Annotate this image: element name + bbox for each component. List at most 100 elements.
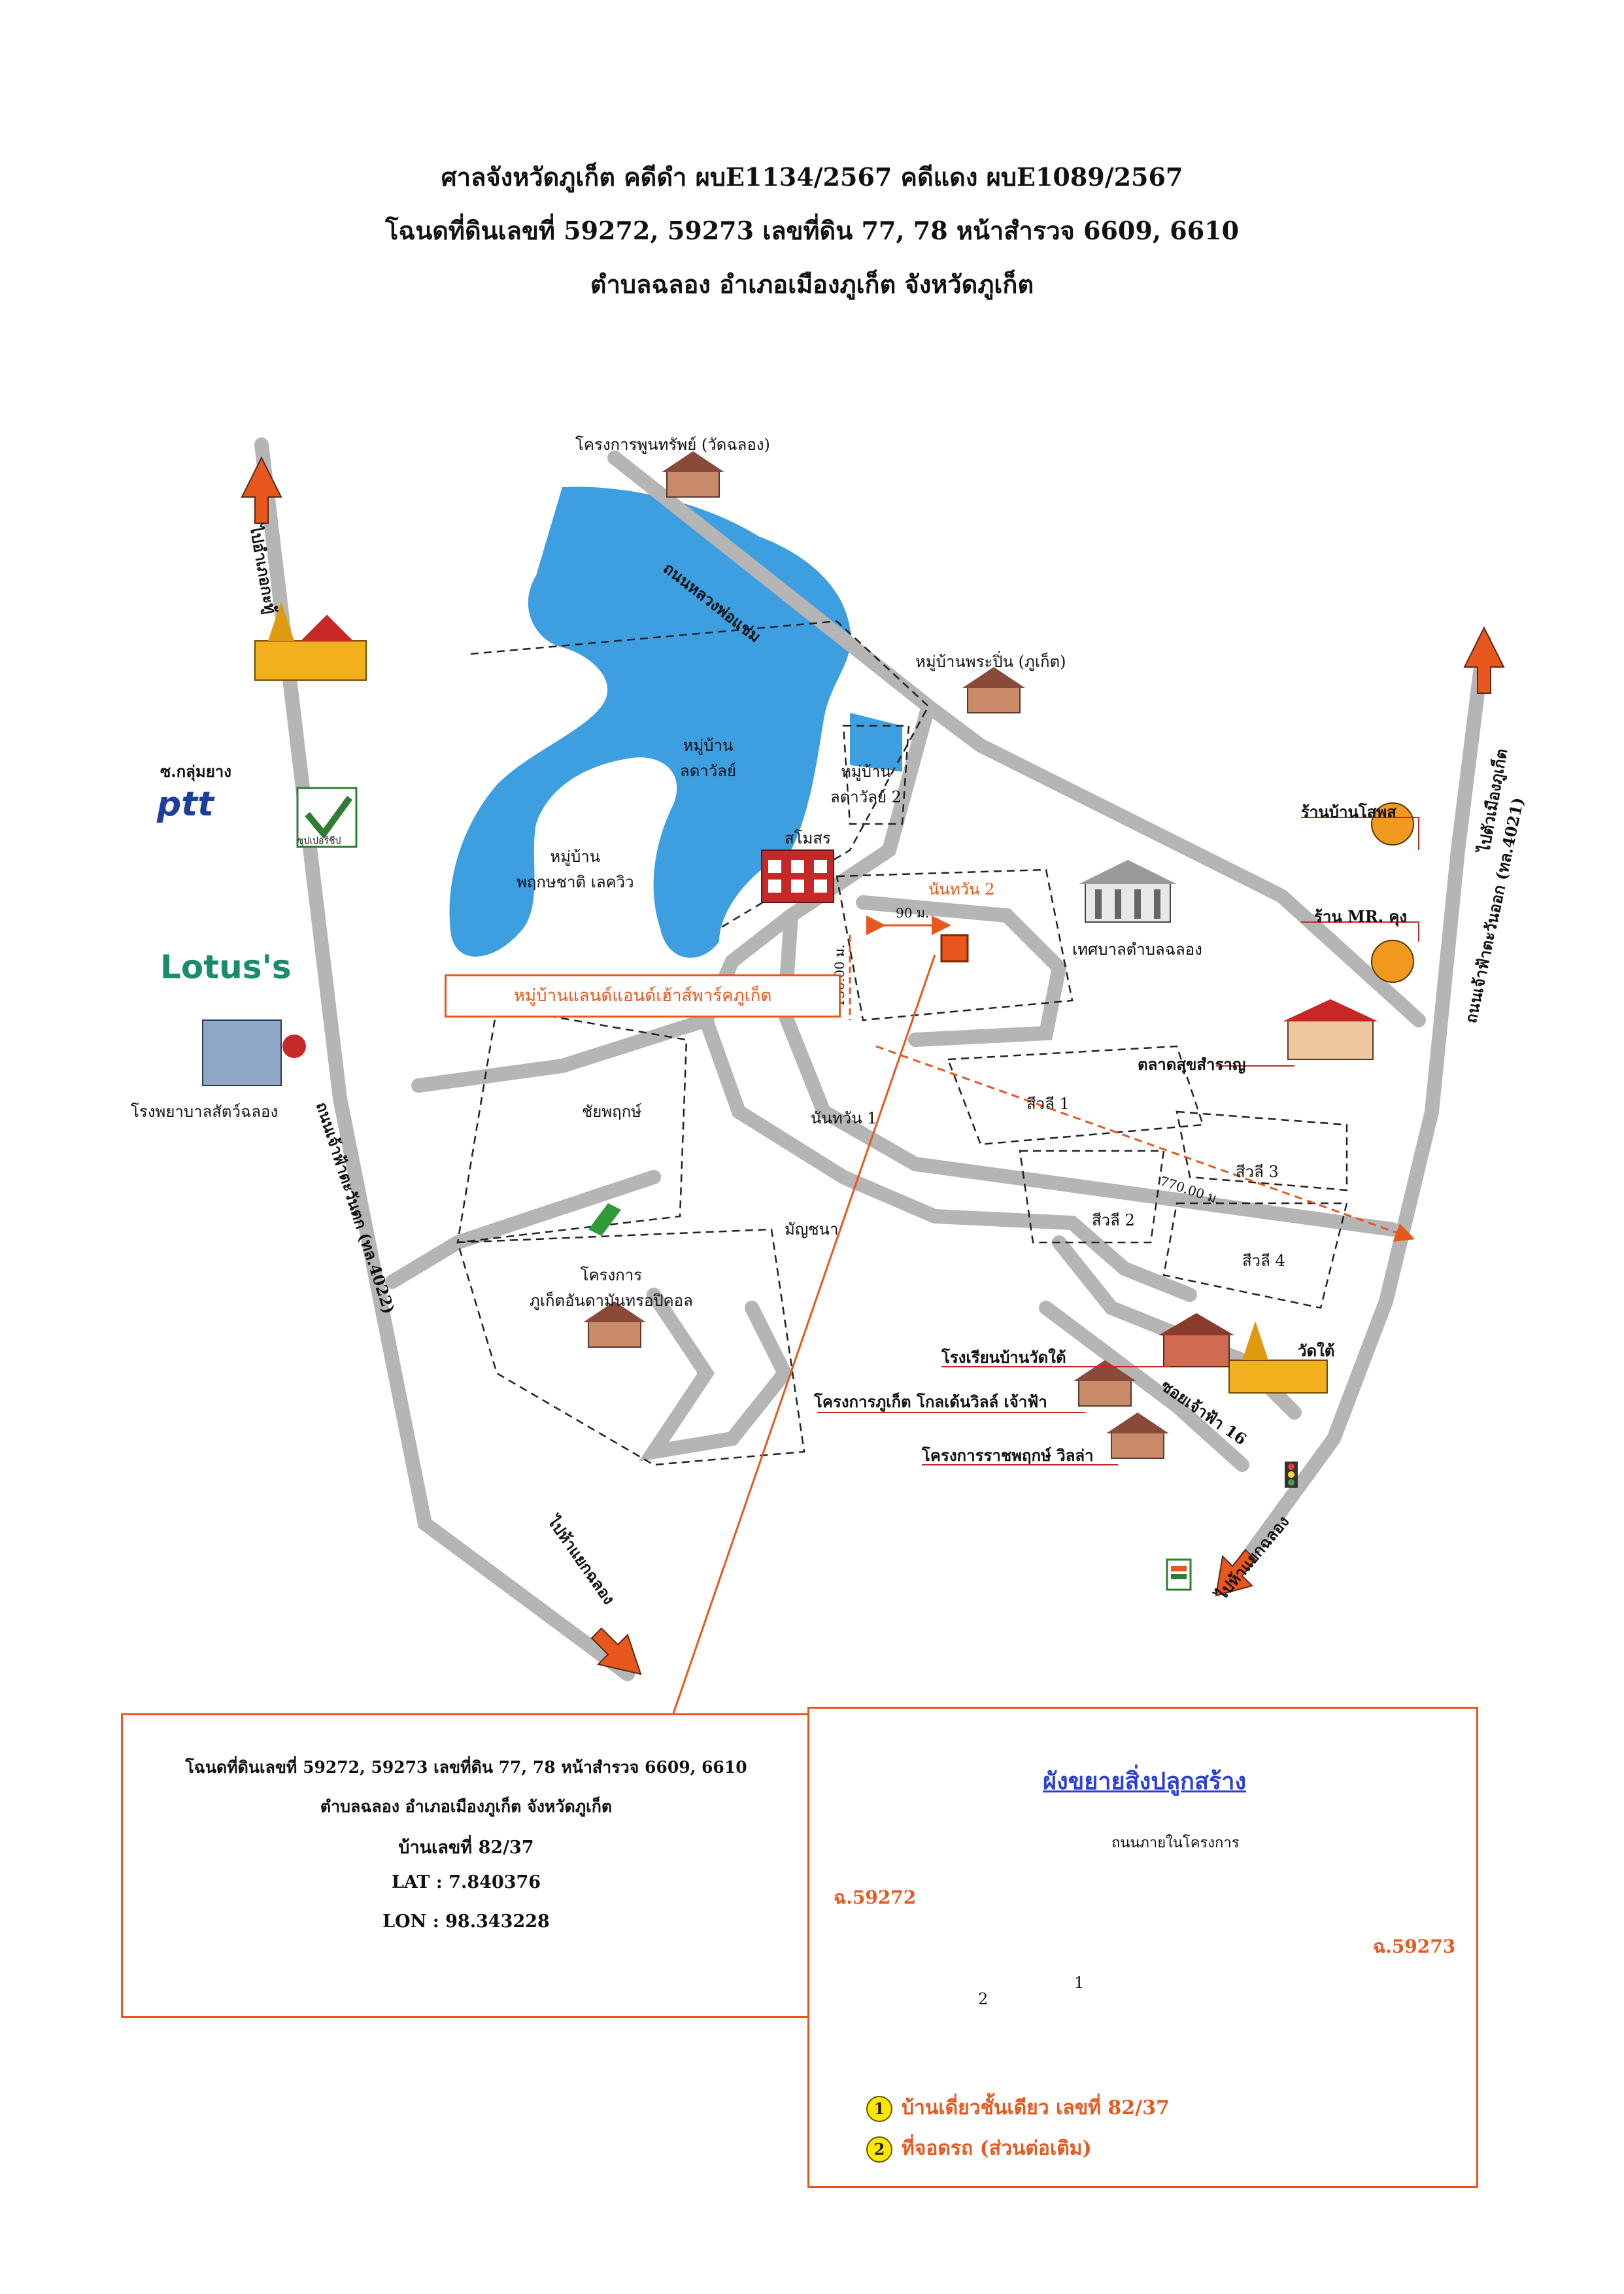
label-golden: โครงการภูเก็ต โกลเด้นวิลล์ เจ้าฟ้า <box>814 1392 1047 1411</box>
lotus-logo: Lotus's <box>160 948 292 986</box>
boundary-south <box>456 1228 805 1466</box>
leader-rest1 <box>1301 817 1419 850</box>
title-deed: โฉนดที่ดินเลขที่ 59272, 59273 เลขที่ดิน … <box>384 216 1240 245</box>
restaurant-icon-1 <box>1371 802 1414 846</box>
label-nantawan1: นันทวัน 1 <box>811 1109 877 1127</box>
legend-house: 1 บ้านเดี่ยวชั้นเดียว เลขที่ 82/37 <box>866 2093 1170 2123</box>
label-ptt-road: ซ.กลุ่มยาง <box>160 762 231 781</box>
legend-marker-2: 2 <box>866 2136 892 2163</box>
boundary-west <box>456 1006 688 1244</box>
road-east-4021 <box>1222 634 1491 1590</box>
label-ladawan: หมู่บ้าน ลดาวัลย์ <box>680 736 737 780</box>
house-icon-golden <box>1074 1360 1136 1407</box>
lake-east <box>850 713 902 772</box>
road-bottom <box>638 1288 793 1462</box>
boundary-nantawan2 <box>836 868 1074 1021</box>
info-box: โฉนดที่ดินเลขที่ 59272, 59273 เลขที่ดิน … <box>121 1713 811 2018</box>
label-club: สโมสร <box>785 829 831 847</box>
title-court-case: ศาลจังหวัดภูเก็ต คดีดำ ผบE1134/2567 คดีแ… <box>441 162 1183 192</box>
title-location: ตำบลฉลอง อำเภอเมืองภูเก็ต จังหวัดภูเก็ต <box>590 269 1034 299</box>
plan-marker-1-label: 1 <box>1074 1974 1085 1992</box>
school-icon <box>1159 1313 1234 1367</box>
callout-line <box>672 954 936 1714</box>
label-vet: โรงพยาบาลสัตว์ฉลอง <box>131 1103 279 1121</box>
dim-770 <box>875 1045 1415 1242</box>
info-deed: โฉนดที่ดินเลขที่ 59272, 59273 เลขที่ดิน … <box>185 1758 747 1777</box>
label-nantawan2: นันทวัน 2 <box>928 880 995 899</box>
restaurant-icon-2 <box>1371 940 1414 983</box>
boundary-ladawan2 <box>842 725 910 825</box>
house-icon-ratchaphruek <box>1106 1412 1169 1459</box>
plan-marker-2-label: 2 <box>978 1990 989 2008</box>
arrow-south-east <box>1215 1549 1257 1597</box>
ptt-logo: ptt <box>157 785 214 824</box>
label-municipality: เทศบาลตำบลฉลอง <box>1072 940 1202 959</box>
hospital-icon-vet <box>202 1019 306 1086</box>
house-icon-phunsap <box>662 451 724 498</box>
label-wat-tai: วัดใต้ <box>1298 1341 1335 1360</box>
traffic-light-icon <box>1285 1462 1298 1488</box>
legend-parking-text: ที่จอดรถ (ส่วนต่อเติม) <box>902 2137 1092 2160</box>
label-dist-90: 90 ม. <box>896 905 930 921</box>
arrow-north-east <box>1463 626 1505 694</box>
road-nantawan <box>856 895 1067 1047</box>
label-phra-pin: หมู่บ้านพระปิ่น (ภูเก็ต) <box>915 653 1066 671</box>
label-phruksachat: หมู่บ้าน พฤกษชาติ เลควิว <box>516 847 634 891</box>
road-main-center <box>777 908 1400 1237</box>
label-ladawan2: หมู่บ้าน ลดาวัลย์ 2 <box>830 762 902 806</box>
road-luang-pho-chaem <box>607 451 1426 1027</box>
green-plot <box>588 1203 621 1236</box>
arrow-south-west <box>590 1627 642 1675</box>
info-lon: LON : 98.343228 <box>382 1911 550 1932</box>
boundary-siwali4 <box>1162 1202 1348 1309</box>
label-rest2: ร้าน MR. คุง <box>1314 907 1408 926</box>
label-ratchaphruek: โครงการราชพฤกษ์ วิลล่า <box>922 1446 1094 1465</box>
road-west-branch <box>411 1013 713 1093</box>
arrow-north-west <box>241 456 282 524</box>
label-supercheap: ซุปเปอร์ชีป <box>297 836 341 846</box>
house-icon-phrapin <box>962 667 1025 713</box>
temple-icon-wat-tai <box>1228 1321 1328 1394</box>
boundary-siwali1 <box>947 1045 1204 1146</box>
temple-icon-kathu <box>254 602 367 681</box>
road-north-loop <box>725 699 936 968</box>
lake <box>449 487 851 958</box>
arrows <box>241 456 1505 1675</box>
road-west-4022 <box>254 437 635 1681</box>
boundary-siwali3 <box>1176 1110 1348 1191</box>
info-house-number: บ้านเลขที่ 82/37 <box>398 1838 534 1858</box>
callout-subject-village: หมู่บ้านแลนด์แอนด์เฮ้าส์พาร์คภูเก็ต <box>445 974 841 1018</box>
plan-box <box>807 1707 1478 2188</box>
building-icon-municipality <box>1079 860 1177 923</box>
plan-title: ผังขยายสิ่งปลูกสร้าง <box>1043 1768 1247 1795</box>
building-icon-club <box>761 849 834 903</box>
label-market: ตลาดสุขสำราญ <box>1138 1055 1246 1074</box>
seven-eleven-icon <box>1166 1558 1192 1591</box>
label-siwali4: สีวลี 4 <box>1242 1252 1285 1270</box>
label-chaiphruk: ชัยพฤกษ์ <box>582 1103 642 1121</box>
road-south <box>698 954 1197 1302</box>
label-andaman: โครงการ ภูเก็ตอันดามันทรอปิคอล <box>530 1266 693 1310</box>
market-icon <box>1283 999 1378 1060</box>
plan-deed-right: ฉ.59273 <box>1373 1936 1456 1957</box>
legend-house-text: บ้านเดี่ยวชั้นเดียว เลขที่ 82/37 <box>902 2097 1170 2119</box>
leader-rest2 <box>1301 921 1419 942</box>
label-siwali3: สีวลี 3 <box>1236 1163 1279 1181</box>
label-rest1: ร้านบ้านโสพส <box>1301 802 1396 821</box>
plan-road-label: ถนนภายในโครงการ <box>1111 1835 1240 1851</box>
subject-parcel <box>940 934 969 963</box>
info-location: ตำบลฉลอง อำเภอเมืองภูเก็ต จังหวัดภูเก็ต <box>320 1797 613 1816</box>
label-manchana: มัญชนา <box>785 1220 839 1239</box>
legend-marker-1: 1 <box>866 2096 892 2122</box>
plan-deed-left: ฉ.59272 <box>834 1887 917 1908</box>
boundary-siwali2 <box>1019 1150 1165 1244</box>
label-phunsap: โครงการพูนทรัพย์ (วัดฉลอง) <box>575 436 770 454</box>
info-lat: LAT : 7.840376 <box>391 1872 541 1892</box>
road-wat-tai <box>1039 1301 1249 1472</box>
house-icon-andaman <box>583 1301 646 1348</box>
label-school: โรงเรียนบ้านวัดใต้ <box>941 1348 1066 1367</box>
label-siwali1: สีวลี 1 <box>1026 1095 1070 1113</box>
label-siwali2: สีวลี 2 <box>1092 1211 1135 1229</box>
supercheap-logo <box>296 787 358 848</box>
